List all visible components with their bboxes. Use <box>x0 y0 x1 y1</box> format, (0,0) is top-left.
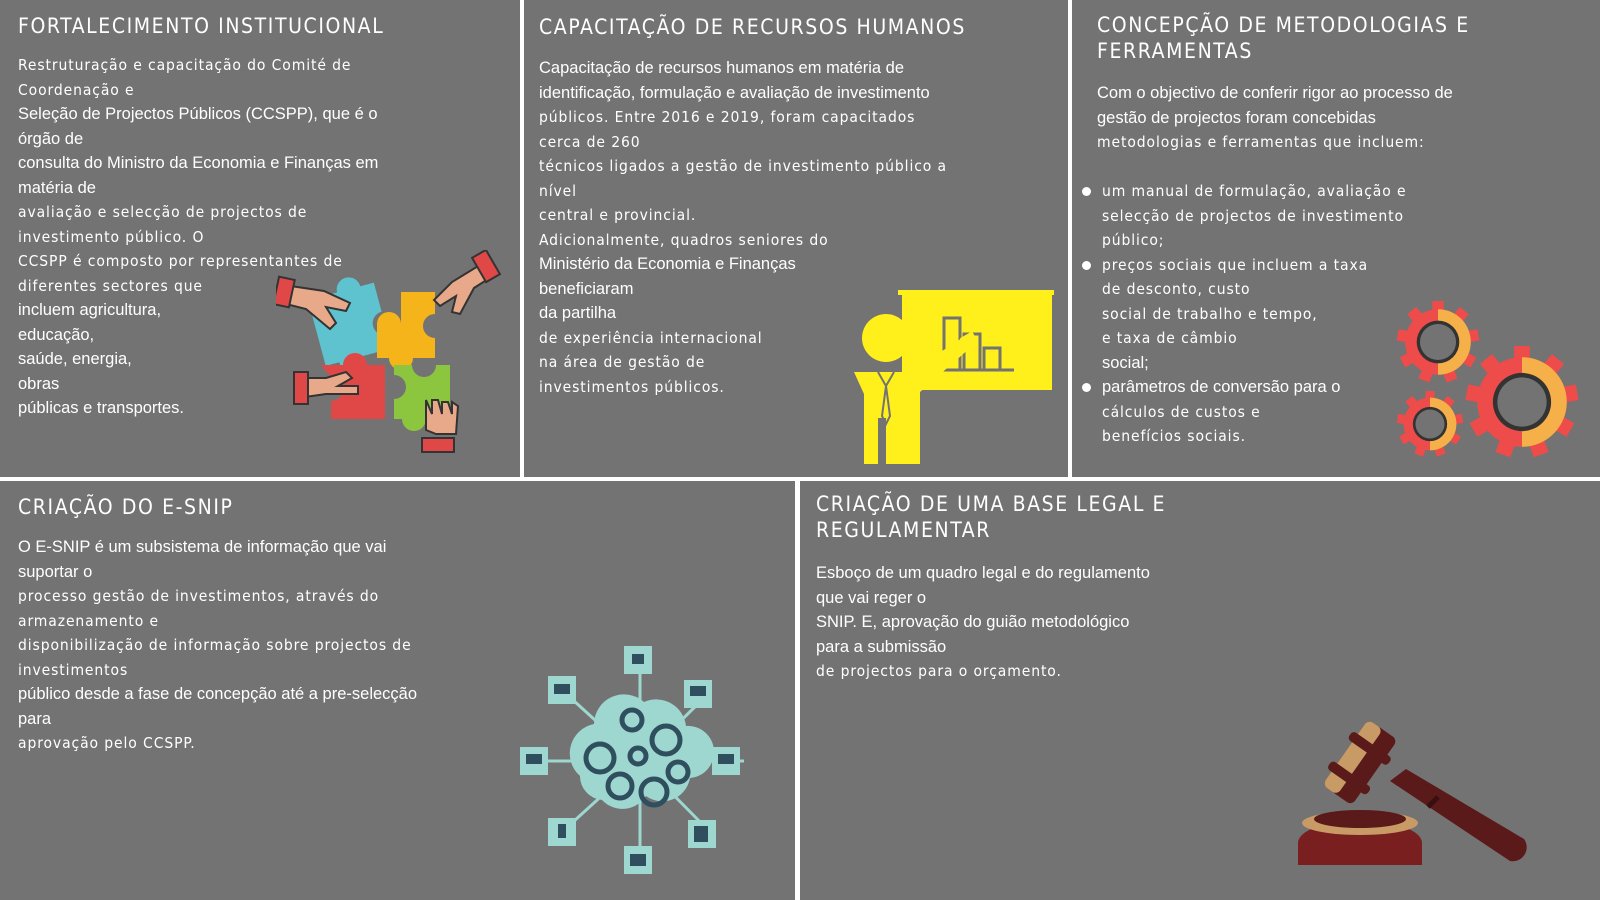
text-line: um manual de formulação, avaliação e <box>1102 182 1407 200</box>
text-line: na área de gestão de <box>539 353 706 371</box>
text-line: Coordenação e <box>18 80 135 99</box>
text-line: processo gestão de investimentos, atravé… <box>18 587 380 605</box>
text-line: aprovação pelo CCSPP. <box>18 734 196 752</box>
text-line: social de trabalho e tempo, <box>1102 304 1318 323</box>
panel-capacitacao-recursos-humanos: CAPACITAÇÃO DE RECURSOS HUMANOS Capacita… <box>524 0 1068 477</box>
cloud-network-icon <box>520 646 744 874</box>
text-line: público; <box>1102 231 1165 249</box>
text-line: Restruturação e capacitação do Comité de <box>18 56 352 74</box>
panel-base-legal: CRIAÇÃO DE UMA BASE LEGAL E REGULAMENTAR… <box>800 481 1600 900</box>
text-line: diferentes sectores que <box>18 276 203 295</box>
text-line: que vai reger o <box>816 588 927 607</box>
panel-title: CAPACITAÇÃO DE RECURSOS HUMANOS <box>539 15 966 39</box>
text-line: obras <box>18 374 60 393</box>
text-line: O E-SNIP é um subsistema de informação q… <box>18 538 387 556</box>
text-line: saúde, energia, <box>18 350 132 368</box>
text-line: beneficiaram <box>539 279 634 298</box>
bullet-item: um manual de formulação, avaliação e sel… <box>1082 179 1407 253</box>
panel-body: Esboço de um quadro legal e do regulamen… <box>816 561 1150 684</box>
title-line: REGULAMENTAR <box>816 518 991 542</box>
panel-intro: Com o objectivo de conferir rigor ao pro… <box>1097 81 1453 155</box>
text-line: suportar o <box>18 562 93 581</box>
text-line: de experiência internacional <box>539 328 763 347</box>
text-line: identificação, formulação e avaliação de… <box>539 83 930 102</box>
text-line: cerca de 260 <box>539 132 641 151</box>
text-line: para a submissão <box>816 637 947 656</box>
text-line: preços sociais que incluem a taxa <box>1102 255 1369 274</box>
gavel-icon <box>1298 721 1527 865</box>
panel-criacao-esnip: CRIAÇÃO DO E-SNIP O E-SNIP é um subsiste… <box>0 481 795 900</box>
text-line: selecção de projectos de investimento <box>1102 206 1404 225</box>
text-line: metodologias e ferramentas que incluem: <box>1097 133 1425 151</box>
text-line: matéria de <box>18 178 96 197</box>
text-line: Adicionalmente, quadros seniores do <box>539 230 829 249</box>
text-line: central e provincial. <box>539 206 697 224</box>
text-line: armazenamento e <box>18 611 159 630</box>
text-line: benefícios sociais. <box>1102 427 1246 445</box>
text-line: incluem agricultura, <box>18 301 162 319</box>
text-line: cálculos de custos e <box>1102 402 1261 421</box>
title-line: FERRAMENTAS <box>1097 39 1253 63</box>
text-line: de desconto, custo <box>1102 280 1251 298</box>
text-line: investimentos públicos. <box>539 377 725 396</box>
text-line: SNIP. E, aprovação do guião metodológico <box>816 613 1130 631</box>
text-line: Seleção de Projectos Públicos (CCSPP), q… <box>18 105 378 123</box>
text-line: técnicos ligados a gestão de investiment… <box>539 157 948 175</box>
panel-concepcao-metodologias: CONCEPÇÃO DE METODOLOGIAS E FERRAMENTAS … <box>1072 0 1600 477</box>
text-line: públicas e transportes. <box>18 399 185 417</box>
text-line: órgão de <box>18 129 84 148</box>
text-line: nível <box>539 181 577 200</box>
panel-body: O E-SNIP é um subsistema de informação q… <box>18 535 417 756</box>
puzzle-hands-icon <box>276 250 502 453</box>
text-line: parâmetros de conversão para o <box>1102 378 1341 396</box>
text-line: gestão de projectos foram concebidas <box>1097 108 1376 127</box>
text-line: Esboço de um quadro legal e do regulamen… <box>816 564 1150 582</box>
text-line: para <box>18 709 52 728</box>
text-line: educação, <box>18 325 95 344</box>
bullet-list: um manual de formulação, avaliação e sel… <box>1082 179 1407 449</box>
text-line: público desde a fase de concepção até a … <box>18 685 418 703</box>
text-line: investimentos <box>18 660 129 679</box>
text-line: e taxa de câmbio <box>1102 329 1238 347</box>
text-line: investimento público. O <box>18 227 205 246</box>
text-line: públicos. Entre 2016 e 2019, foram capac… <box>539 108 916 126</box>
title-line: CRIAÇÃO DE UMA BASE LEGAL E <box>816 492 1167 516</box>
text-line: avaliação e selecção de projectos de <box>18 203 308 221</box>
panel-body: Restruturação e capacitação do Comité de… <box>18 53 378 421</box>
panel-fortalecimento-institucional: FORTALECIMENTO INSTITUCIONAL Restruturaç… <box>0 0 520 477</box>
text-line: social; <box>1102 353 1149 372</box>
text-line: Com o objectivo de conferir rigor ao pro… <box>1097 84 1453 102</box>
panel-title: CRIAÇÃO DO E-SNIP <box>18 495 234 519</box>
panel-title: CONCEPÇÃO DE METODOLOGIAS E FERRAMENTAS <box>1097 12 1470 64</box>
text-line: de projectos para o orçamento. <box>816 662 1062 680</box>
text-line: da partilha <box>539 304 617 322</box>
text-line: CCSPP é composto por representantes de <box>18 252 343 270</box>
panel-title: CRIAÇÃO DE UMA BASE LEGAL E REGULAMENTAR <box>816 491 1166 543</box>
text-line: Capacitação de recursos humanos em matér… <box>539 59 905 77</box>
panel-body: Capacitação de recursos humanos em matér… <box>539 56 947 399</box>
presenter-board-icon <box>854 290 1054 464</box>
gears-icon <box>1396 301 1579 458</box>
text-line: Ministério da Economia e Finanças <box>539 255 796 273</box>
bullet-item: preços sociais que incluem a taxa de des… <box>1082 253 1407 376</box>
title-line: CONCEPÇÃO DE METODOLOGIAS E <box>1097 13 1470 37</box>
text-line: disponibilização de informação sobre pro… <box>18 636 412 654</box>
text-line: consulta do Ministro da Economia e Finan… <box>18 154 379 172</box>
panel-title: FORTALECIMENTO INSTITUCIONAL <box>18 14 385 38</box>
bullet-item: parâmetros de conversão para o cálculos … <box>1082 375 1407 449</box>
